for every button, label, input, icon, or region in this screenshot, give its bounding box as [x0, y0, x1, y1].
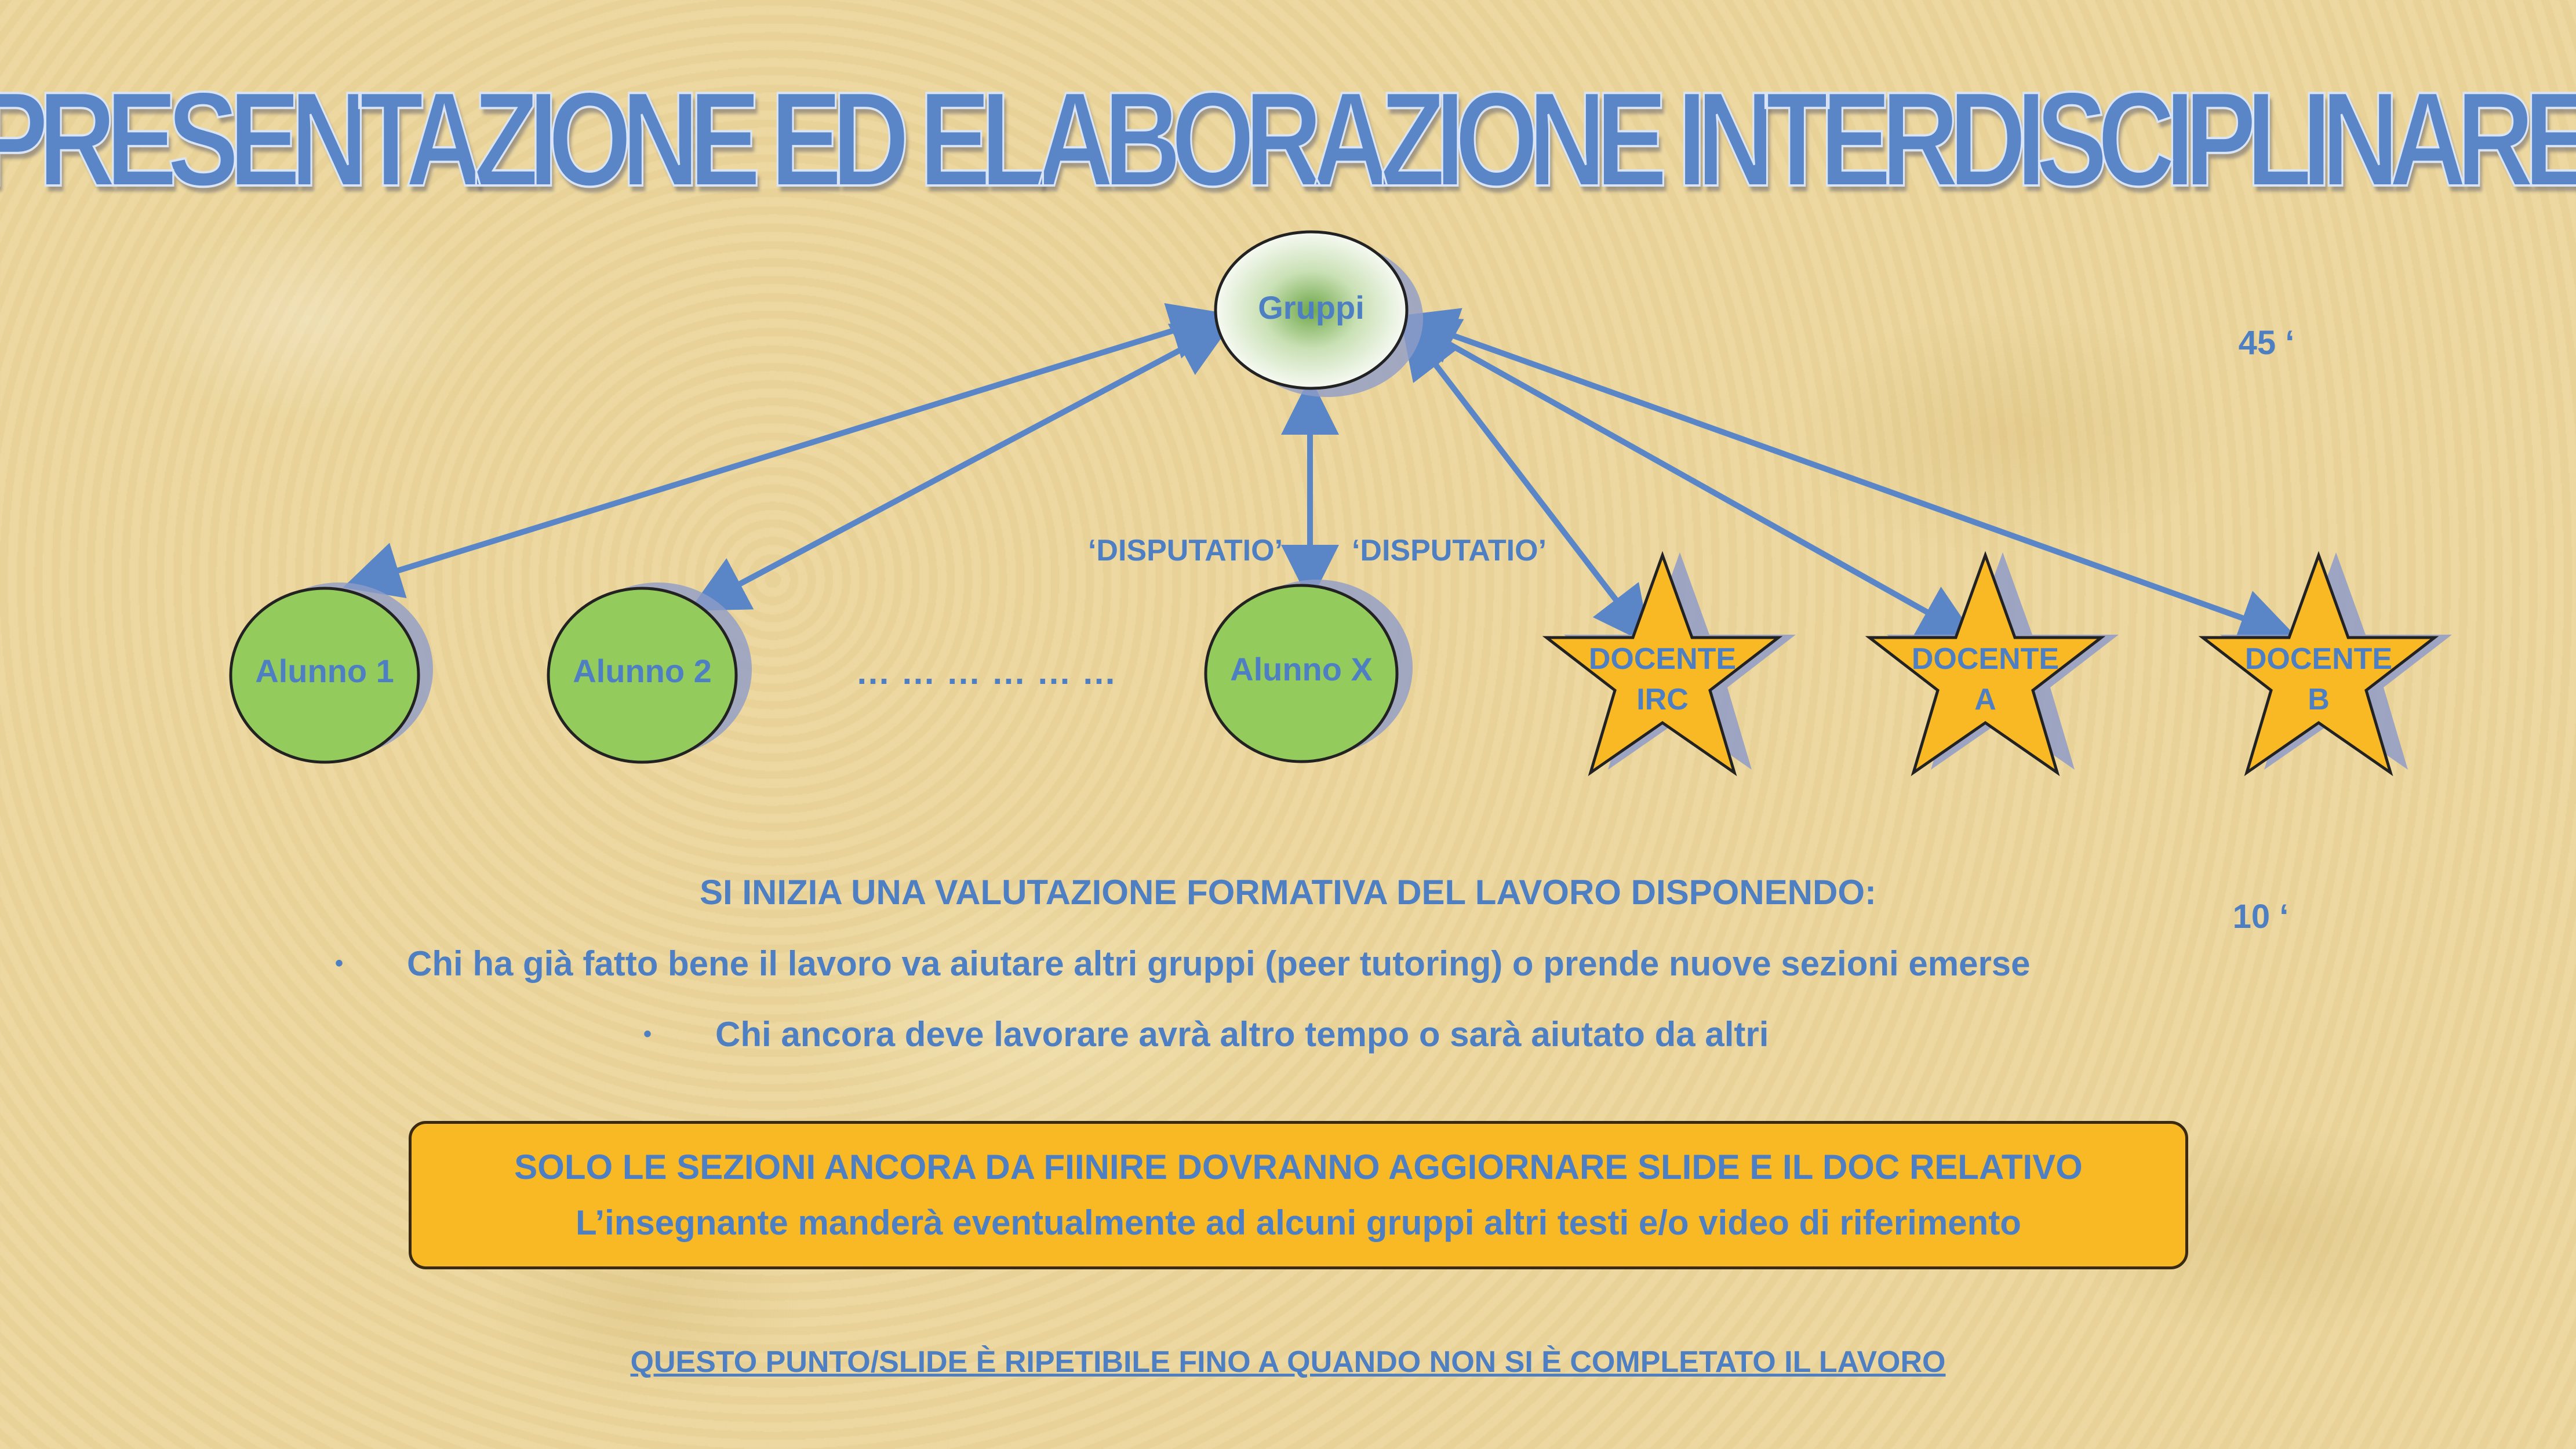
- bullet-icon: •: [335, 951, 344, 976]
- bullet-icon: •: [643, 1021, 652, 1047]
- time-10-min: 10 ‘: [2232, 898, 2289, 935]
- footer-note: QUESTO PUNTO/SLIDE È RIPETIBILE FINO A Q…: [630, 1345, 1946, 1379]
- box-line-1: SOLO LE SEZIONI ANCORA DA FIINIRE DOVRAN…: [514, 1148, 2083, 1186]
- ellipsis-more-students: ………………: [856, 653, 1127, 691]
- student-node-2: [547, 587, 738, 764]
- arrow-gruppi-alunno2: [689, 322, 1233, 611]
- bullet-text-1: Chi ha già fatto bene il lavoro va aiuta…: [407, 944, 2031, 983]
- student-label-x: Alunno X: [1230, 651, 1373, 687]
- bullet-text-2: Chi ancora deve lavorare avrà altro temp…: [715, 1015, 1769, 1054]
- star-docente-irc: [1542, 551, 1783, 777]
- bullet-item-2: • Chi ancora deve lavorare avrà altro te…: [643, 1014, 1769, 1054]
- student-node-x: [1204, 584, 1399, 763]
- bullet-item-1: • Chi ha già fatto bene il lavoro va aiu…: [335, 944, 2031, 984]
- disputatio-label-right: ‘DISPUTATIO’: [1351, 534, 1547, 567]
- star-docente-a: [1865, 551, 2106, 777]
- slide-title: PRESENTAZIONE ED ELABORAZIONE INTERDISCI…: [0, 63, 2576, 216]
- gruppi-node: [1214, 230, 1409, 390]
- evaluation-heading: SI INIZIA UNA VALUTAZIONE FORMATIVA DEL …: [700, 873, 1876, 912]
- student-node-1: [229, 587, 420, 764]
- star-docente-b: [2198, 551, 2439, 777]
- gruppi-label: Gruppi: [1258, 289, 1365, 326]
- highlight-box: SOLO LE SEZIONI ANCORA DA FIINIRE DOVRAN…: [409, 1121, 2188, 1269]
- arrow-gruppi-docente-b: [1398, 308, 2298, 646]
- student-nodes: [229, 580, 1413, 764]
- disputatio-label-left: ‘DISPUTATIO’: [1087, 534, 1283, 567]
- arrow-gruppi-docente-irc: [1400, 319, 1651, 646]
- box-line-2: L’insegnante manderà eventualmente ad al…: [576, 1203, 2021, 1242]
- time-45-min: 45 ‘: [2238, 324, 2295, 362]
- student-label-1: Alunno 1: [255, 653, 394, 689]
- teacher-stars: [1542, 551, 2452, 777]
- student-label-2: Alunno 2: [573, 653, 712, 689]
